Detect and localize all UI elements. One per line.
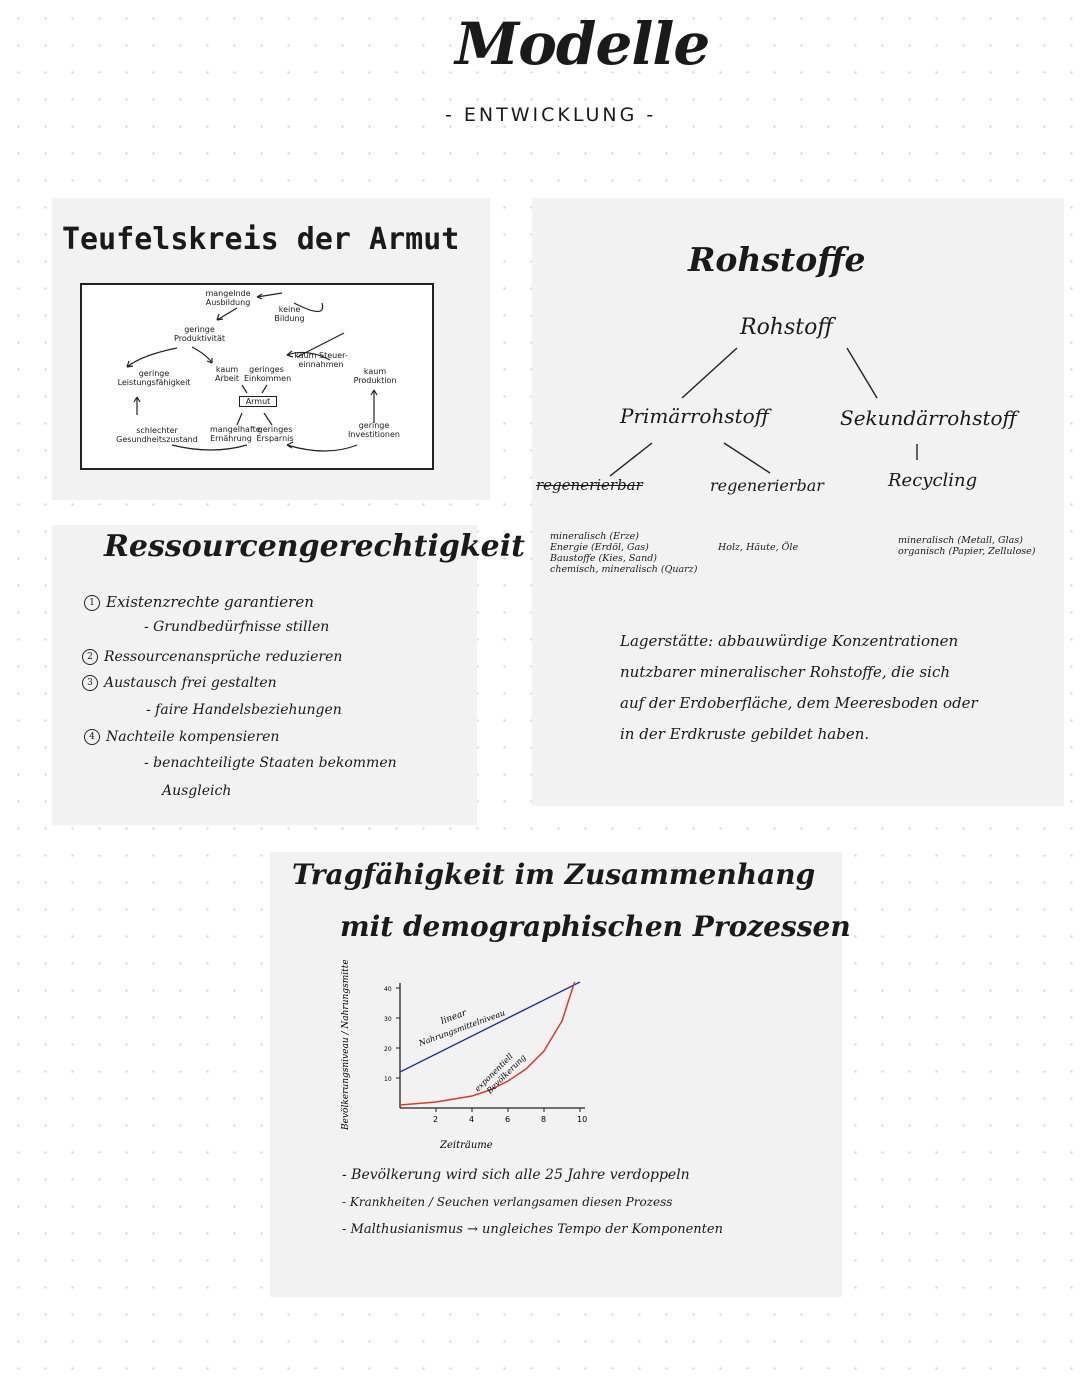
ressourcen-item-text: Existenzrechte garantieren bbox=[106, 593, 314, 611]
ressourcen-item-text: Austausch frei gestalten bbox=[104, 675, 277, 691]
node-kaum-produktion: kaum Produktion bbox=[353, 367, 397, 385]
list-item: chemisch, mineralisch (Quarz) bbox=[550, 564, 698, 575]
item-number: 1 bbox=[84, 595, 100, 611]
chart-x-tick-label: 4 bbox=[469, 1115, 474, 1124]
item-number: 3 bbox=[82, 675, 98, 691]
regenerierbar-label: regenerierbar bbox=[710, 476, 824, 495]
rohstoffe-panel: Rohstoffe Rohstoff Primärrohstoff Sekund… bbox=[532, 198, 1064, 806]
page-title: Modelle bbox=[455, 10, 710, 78]
chart-xlabel: Zeiträume bbox=[439, 1140, 493, 1151]
chart-y-tick-label: 20 bbox=[384, 1046, 392, 1053]
list-item: Baustoffe (Kies, Sand) bbox=[550, 553, 658, 564]
tragfaehigkeit-chart: Bevölkerungsniveau / Nahrungsmittelnivea… bbox=[341, 960, 587, 1151]
list-item: Energie (Erdöl, Gas) bbox=[550, 542, 649, 553]
chart-x-tick-label: 10 bbox=[577, 1115, 587, 1124]
tragfaehigkeit-panel: Tragfähigkeit im Zusammenhang mit demogr… bbox=[270, 852, 851, 1297]
tragfaehigkeit-title-2: mit demographischen Prozessen bbox=[340, 910, 851, 943]
ressourcen-item-3: 3 Austausch frei gestalten bbox=[82, 675, 277, 691]
chart-y-tick-label: 30 bbox=[384, 1016, 392, 1023]
poverty-cycle-diagram: mangelnde Ausbildung keine Bildung gerin… bbox=[80, 283, 434, 470]
list-item: mineralisch (Metall, Glas) bbox=[898, 535, 1023, 546]
recycling-label: Recycling bbox=[888, 470, 978, 491]
tragfaehigkeit-notes: - Bevölkerung wird sich alle 25 Jahre ve… bbox=[342, 1162, 723, 1243]
ressourcen-item-text: Nachteile kompensieren bbox=[106, 729, 280, 745]
ressourcen-item-1-sub: - Grundbedürfnisse stillen bbox=[144, 619, 330, 635]
chart-axes bbox=[399, 983, 585, 1109]
ressourcen-item-text: Ressourcenansprüche reduzieren bbox=[104, 649, 343, 665]
node-geringe-leistungsfaehigkeit: geringe Leistungsfähigkeit bbox=[117, 369, 191, 387]
sekundaerrohstoff: Sekundärrohstoff bbox=[840, 406, 1017, 430]
ressourcen-item-4-sub2: Ausgleich bbox=[162, 783, 232, 799]
node-geringes-einkommen: geringes Einkommen bbox=[244, 365, 292, 383]
item-number: 4 bbox=[84, 729, 100, 745]
chart-y-tick-label: 40 bbox=[384, 986, 392, 993]
list-item: organisch (Papier, Zellulose) bbox=[898, 546, 1036, 557]
list-nicht-regenerierbar: mineralisch (Erze) Energie (Erdöl, Gas) … bbox=[550, 531, 697, 575]
chart-series-exponential bbox=[399, 981, 576, 1106]
nicht-regenerierbar-label: regenerierbar bbox=[536, 476, 643, 494]
chart-x-tick-label: 2 bbox=[433, 1115, 438, 1124]
node-geringes-ersparnis: geringes Ersparnis bbox=[256, 425, 294, 443]
definition-line: Lagerstätte: abbauwürdige Konzentratione… bbox=[620, 632, 959, 650]
chart-series bbox=[399, 981, 581, 1106]
chart-y-tick-label: 10 bbox=[384, 1076, 392, 1083]
teufelskreis-title: Teufelskreis der Armut bbox=[62, 222, 460, 257]
node-mangelnde-ausbildung: mangelnde Ausbildung bbox=[205, 289, 251, 307]
note-line: - Krankheiten / Seuchen verlangsamen die… bbox=[342, 1195, 673, 1209]
note-line: - Malthusianismus → ungleiches Tempo der… bbox=[342, 1222, 723, 1237]
chart-x-tick-label: 6 bbox=[505, 1115, 510, 1124]
node-geringe-produktivitaet: geringe Produktivität bbox=[174, 325, 225, 343]
item-number: 2 bbox=[82, 649, 98, 665]
list-regenerierbar: Holz, Häute, Öle bbox=[718, 542, 799, 553]
list-item: mineralisch (Erze) bbox=[550, 531, 639, 542]
definition-line: auf der Erdoberfläche, dem Meeresboden o… bbox=[620, 694, 978, 712]
chart-ylabel: Bevölkerungsniveau / Nahrungsmittelnivea… bbox=[341, 960, 351, 1131]
poverty-cycle-arrows bbox=[126, 292, 378, 452]
chart-series-linear bbox=[399, 981, 581, 1073]
page-subtitle: - ENTWICKLUNG - bbox=[445, 104, 657, 126]
node-schlechter-gesundheitszustand: schlechter Gesundheitszustand bbox=[116, 426, 198, 444]
node-keine-bildung: keine Bildung bbox=[274, 305, 305, 323]
rohstoff-root: Rohstoff bbox=[740, 315, 833, 340]
chart-x-tick-label: 8 bbox=[541, 1115, 546, 1124]
note-line: - Bevölkerung wird sich alle 25 Jahre ve… bbox=[342, 1167, 690, 1183]
primaerrohstoff: Primärrohstoff bbox=[620, 404, 769, 428]
ressourcen-item-4: 4 Nachteile kompensieren bbox=[84, 729, 279, 745]
rohstoffe-title: Rohstoffe bbox=[688, 240, 866, 279]
teufelskreis-panel: Teufelskreis der Armut mangelnde Ausbild… bbox=[52, 198, 490, 500]
ressourcen-panel: Ressourcengerechtigkeit 1 Existenzrechte … bbox=[52, 525, 525, 825]
node-kaum-arbeit: kaum Arbeit bbox=[214, 365, 240, 383]
node-geringe-investitionen: geringe Investitionen bbox=[348, 421, 400, 439]
ressourcen-item-3-sub: - faire Handelsbeziehungen bbox=[146, 702, 342, 718]
definition-line: in der Erdkruste gebildet haben. bbox=[620, 725, 870, 743]
definition-line: nutzbarer mineralischer Rohstoffe, die s… bbox=[620, 663, 951, 681]
ressourcen-title: Ressourcengerechtigkeit bbox=[104, 529, 525, 564]
ressourcen-item-4-sub: - benachteiligte Staaten bekommen bbox=[144, 755, 397, 771]
tragfaehigkeit-title-1: Tragfähigkeit im Zusammenhang bbox=[292, 858, 816, 891]
lagerstaette-definition: Lagerstätte: abbauwürdige Konzentratione… bbox=[620, 626, 978, 750]
list-recycling: mineralisch (Metall, Glas) organisch (Pa… bbox=[898, 535, 1036, 557]
chart-ticks: 2 4 6 8 10 10 20 30 40 bbox=[384, 986, 587, 1124]
rohstoffe-tree-lines bbox=[609, 347, 918, 477]
ressourcen-item-1: 1 Existenzrechte garantieren bbox=[84, 593, 314, 611]
node-armut: Armut bbox=[239, 396, 277, 407]
node-mangelhafte-ernaehrung: mangelhafte Ernährung bbox=[210, 425, 261, 443]
node-kaum-steuereinnahmen: kaum Steuer-einnahmen bbox=[294, 351, 348, 369]
ressourcen-item-2: 2 Ressourcenansprüche reduzieren bbox=[82, 649, 342, 665]
